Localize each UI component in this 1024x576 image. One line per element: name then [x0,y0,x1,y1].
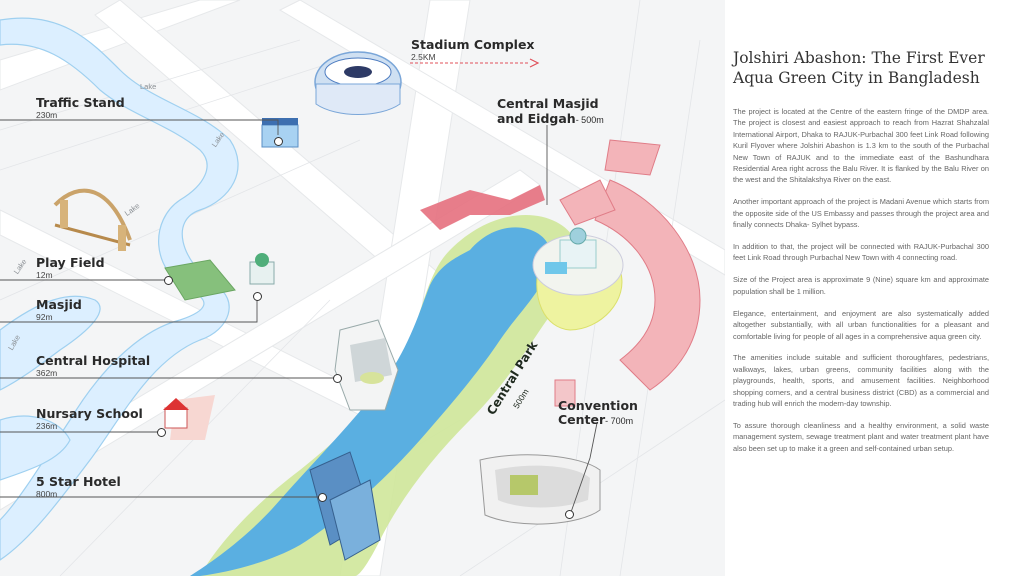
masjid-distance: 92m [36,312,53,322]
play-field-distance: 12m [36,270,53,280]
convention-center-label-line1: Convention [558,398,638,413]
stadium-label: Stadium Complex [411,37,535,52]
masjid-eidgah-label-line1: Central Masjid [497,96,599,111]
central-hospital-label: Central Hospital [36,353,151,368]
stadium-distance: 2.5KM [411,52,436,62]
paragraph-approach: Another important approach of the projec… [733,197,989,230]
info-panel: Jolshiri Abashon: The First Ever Aqua Gr… [733,48,989,465]
play-field-label: Play Field [36,255,105,270]
location-map[interactable]: Lake Lake Lake Lake Lake Stadium Complex… [0,0,725,576]
masjid-eidgah-distance: - 500m [575,115,604,125]
masjid-eidgah-label-line2: and Eidgah- 500m [497,111,604,126]
nursery-school-label: Nursary School [36,406,143,421]
paragraph-location: The project is located at the Centre of … [733,107,989,185]
lake-label: Lake [140,82,157,91]
five-star-hotel-label: 5 Star Hotel [36,474,121,489]
central-hospital-distance: 362m [36,368,58,378]
convention-center-distance: - 700m [605,416,634,426]
masjid-pin[interactable] [253,292,262,301]
play-field-pin[interactable] [164,276,173,285]
convention-center-label-line2: Center- 700m [558,412,634,427]
map-artwork [0,0,725,576]
panel-title: Jolshiri Abashon: The First Ever Aqua Gr… [733,49,985,87]
traffic-stand-pin[interactable] [274,137,283,146]
nursery-school-pin[interactable] [157,428,166,437]
nursery-school-distance: 236m [36,421,58,431]
five-star-hotel-pin[interactable] [318,493,327,502]
paragraph-amenities: The amenities include suitable and suffi… [733,353,989,409]
paragraph-size: Size of the Project area is approximate … [733,275,989,296]
five-star-hotel-distance: 800m [36,489,58,499]
masjid-label: Masjid [36,297,82,312]
convention-center-pin[interactable] [565,510,574,519]
paragraph-elegance: Elegance, entertainment, and enjoyment a… [733,308,989,341]
paragraph-connection: In addition to that, the project will be… [733,242,989,263]
paragraph-environment: To assure thorough cleanliness and a hea… [733,420,989,453]
traffic-stand-label: Traffic Stand [36,95,125,110]
central-hospital-pin[interactable] [333,374,342,383]
traffic-stand-distance: 230m [36,110,58,120]
